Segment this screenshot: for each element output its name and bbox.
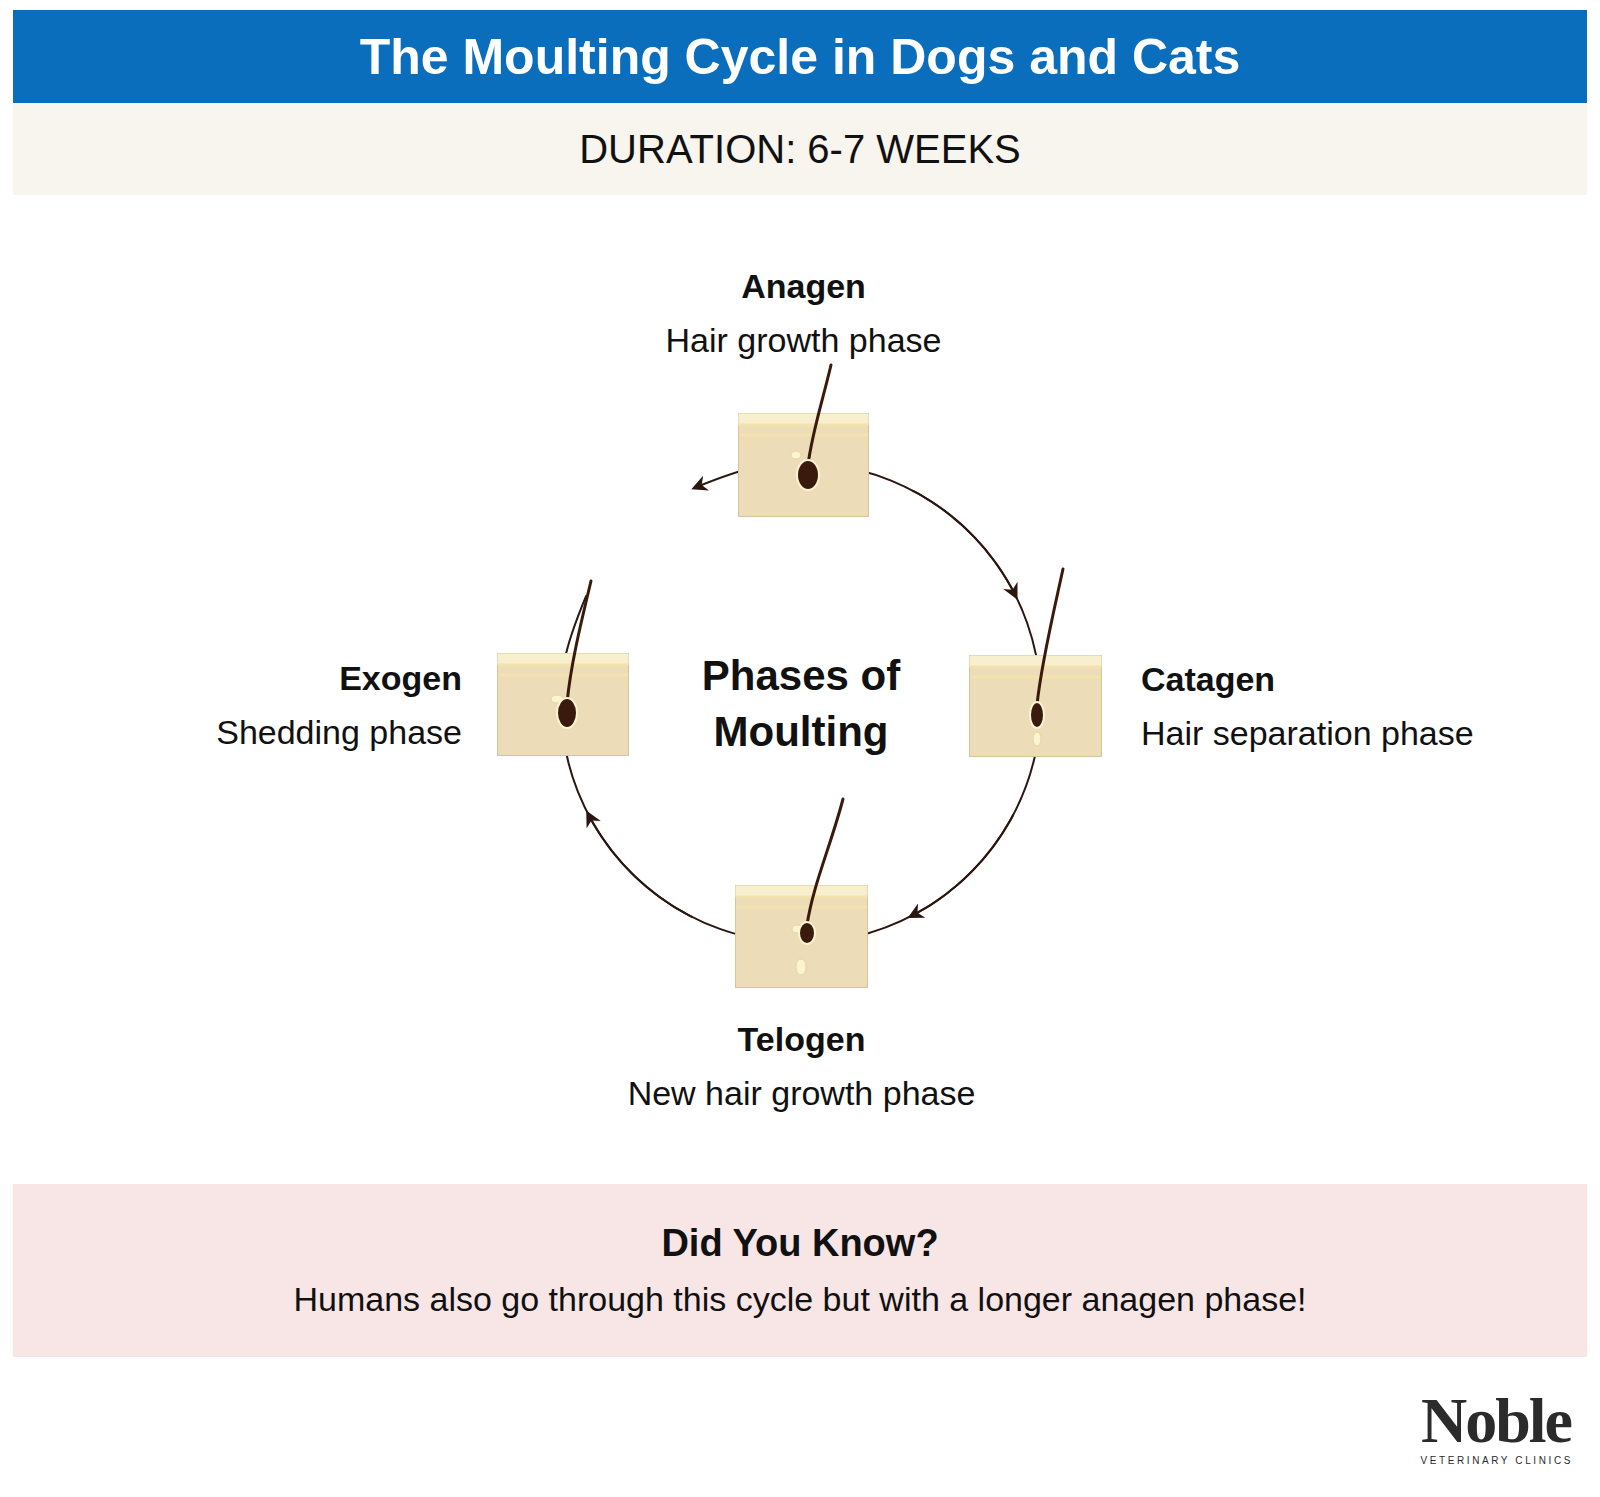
hair-bulb bbox=[557, 698, 577, 728]
skin-layer-line bbox=[498, 674, 628, 677]
phase-description: Hair separation phase bbox=[1141, 706, 1474, 760]
node-text-group: CatagenHair separation phase bbox=[1141, 652, 1474, 760]
phase-heading: Telogen bbox=[628, 1012, 976, 1066]
center-label: Phases of Moulting bbox=[671, 648, 931, 760]
skin-body bbox=[739, 414, 869, 517]
skin-layer-line bbox=[498, 664, 628, 667]
duration-label: DURATION: 6-7 WEEKS bbox=[579, 127, 1021, 172]
phase-description: Hair growth phase bbox=[666, 313, 942, 367]
hair-shaft bbox=[808, 365, 831, 465]
papilla-drop bbox=[796, 959, 806, 975]
skin-layer-line bbox=[736, 896, 867, 899]
phase-description: Shedding phase bbox=[216, 705, 462, 759]
phase-heading: Anagen bbox=[666, 259, 942, 313]
phase-heading: Catagen bbox=[1141, 652, 1474, 706]
node-text-group: AnagenHair growth phase bbox=[666, 259, 942, 367]
skin-layer-line bbox=[736, 906, 867, 909]
skin-body bbox=[498, 654, 629, 756]
skin-body bbox=[970, 656, 1102, 757]
hair-shaft bbox=[807, 799, 843, 925]
phase-heading: Did You Know? bbox=[661, 1215, 938, 1271]
phase-heading: Exogen bbox=[216, 651, 462, 705]
skin-illustration bbox=[497, 653, 629, 756]
phase-skin-box: TelogenNew hair growth phase bbox=[735, 885, 868, 988]
phase-description: Humans also go through this cycle but wi… bbox=[293, 1271, 1306, 1327]
cycle-arrow bbox=[912, 490, 1016, 596]
skin-illustration bbox=[969, 655, 1102, 757]
hair-bulb bbox=[797, 460, 819, 490]
brand-subtitle: VETERINARY CLINICS bbox=[1420, 1455, 1573, 1466]
skin-epidermis bbox=[970, 656, 1102, 668]
skin-layer-line bbox=[970, 666, 1101, 669]
cycle-arrow bbox=[910, 815, 1013, 917]
fact-band: Did You Know?Humans also go through this… bbox=[13, 1184, 1587, 1357]
sebaceous-gland bbox=[791, 451, 801, 459]
duration-band: DURATION: 6-7 WEEKS bbox=[13, 103, 1587, 195]
skin-layer-line bbox=[739, 434, 868, 437]
skin-illustration bbox=[738, 413, 869, 517]
title-bar: The Moulting Cycle in Dogs and Cats bbox=[13, 10, 1587, 103]
hair-bulb bbox=[799, 922, 815, 944]
hair-bulb bbox=[1030, 702, 1044, 728]
node-text-group: TelogenNew hair growth phase bbox=[628, 1012, 976, 1120]
node-text-group: Did You Know?Humans also go through this… bbox=[13, 1184, 1587, 1357]
brand-logo: Noble bbox=[1421, 1388, 1571, 1454]
skin-body bbox=[736, 886, 868, 988]
title-text: The Moulting Cycle in Dogs and Cats bbox=[360, 28, 1241, 86]
cycle-arrow bbox=[588, 813, 693, 917]
hair-shaft bbox=[1037, 569, 1063, 705]
node-text-group: ExogenShedding phase bbox=[216, 651, 462, 759]
skin-epidermis bbox=[739, 414, 869, 426]
skin-layer-line bbox=[970, 676, 1101, 679]
cycle-arrow bbox=[561, 463, 1041, 943]
skin-epidermis bbox=[498, 654, 629, 666]
skin-layer-line bbox=[739, 424, 868, 427]
skin-epidermis bbox=[736, 886, 868, 898]
phase-skin-box: ExogenShedding phase bbox=[497, 653, 629, 756]
phase-description: New hair growth phase bbox=[628, 1066, 976, 1120]
papilla-drop bbox=[1033, 732, 1041, 746]
hair-shaft bbox=[567, 581, 591, 703]
skin-illustration bbox=[735, 885, 868, 988]
phase-skin-box: AnagenHair growth phase bbox=[738, 413, 869, 517]
phase-skin-box: CatagenHair separation phase bbox=[969, 655, 1102, 757]
